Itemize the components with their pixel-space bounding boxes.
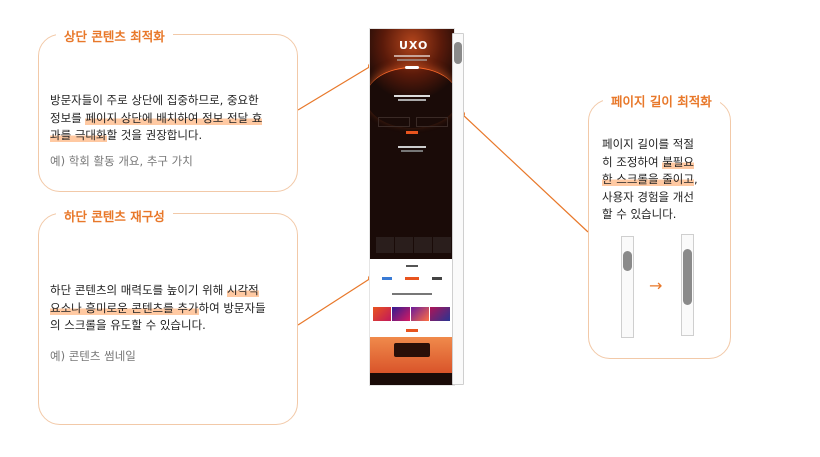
mockup-intro-line [394,95,430,97]
bottom-connector [297,277,372,326]
mockup-thumbnail-2 [392,307,410,321]
mockup-footer [370,373,454,385]
mockup-hero-button [405,66,419,69]
mockup-hero-subtext-2 [397,59,427,61]
mockup-card-1 [376,237,394,253]
mockup-more-button [406,329,418,332]
mockup-partner-logo-1 [382,277,392,280]
page-length-card [588,99,731,359]
mockup-cta-button [406,131,418,134]
right-card-title: 페이지 길이 최적화 [603,91,720,110]
mockup-text-block-right [416,117,448,127]
scrollbar-before [621,236,634,338]
right-card-body: 페이지 길이를 적절 히 조정하여 불필요 한 스크롤을 줄이고, 사용자 경험… [602,137,698,221]
mockup-thumbnail-1 [373,307,391,321]
mockup-card-3 [414,237,432,253]
mockup-logo: UXO [399,39,429,52]
mockup-banner-box [394,343,430,357]
bottom-card-body: 하단 콘텐츠의 매력도를 높이기 위해 시각적 요소나 흥미로운 콘텐츠를 추가… [50,283,266,332]
mockup-white-title [406,265,418,267]
mockup-partner-logo-2 [405,277,419,280]
bottom-card-title: 하단 콘텐츠 재구성 [56,206,173,225]
scrollbar-after-thumb [683,249,692,305]
top-card-example: 예) 학회 활동 개요, 추구 가치 [50,154,193,168]
top-connector [297,65,372,111]
bottom-card-example: 예) 콘텐츠 썸네일 [50,349,136,363]
mockup-content-heading [392,293,432,295]
mockup-intro-line-2 [398,99,426,101]
mockup-scrollbar[interactable] [452,33,464,385]
mockup-card-2 [395,237,413,253]
right-connector [461,113,589,233]
mockup-section-title [398,146,426,148]
mockup-hero-subtext [394,55,430,57]
mockup-thumbnail-4 [430,307,450,321]
bottom-content-card [38,213,298,425]
scrollbar-after [681,234,694,336]
arrow-icon: → [649,276,663,295]
scrollbar-before-thumb [623,251,632,271]
website-mockup: UXO [369,28,455,386]
top-card-title: 상단 콘텐츠 최적화 [56,26,173,45]
mockup-scrollbar-thumb[interactable] [454,42,462,64]
mockup-section-sub [401,150,423,152]
mockup-thumbnail-3 [411,307,429,321]
top-card-body: 방문자들이 주로 상단에 집중하므로, 중요한 정보를 페이지 상단에 배치하여… [50,93,263,142]
mockup-partner-logo-3 [432,277,442,280]
mockup-text-block-left [378,117,410,127]
mockup-card-4 [433,237,451,253]
